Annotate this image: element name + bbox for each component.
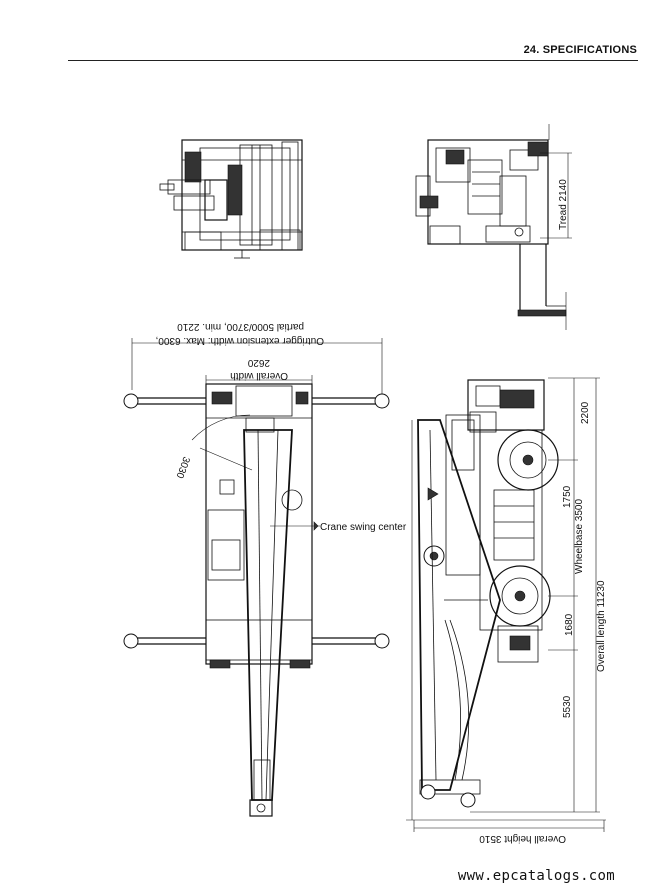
rear-overhang-dimension: 5530 [562,695,573,718]
footer-url: www.epcatalogs.com [457,868,615,884]
top-view-drawing [123,338,390,817]
rear-axle-offset-dimension: 1680 [564,613,575,636]
rear-view-drawing [159,139,303,259]
overall-width-value: 2620 [247,357,270,368]
side-view-drawing [406,377,606,832]
overall-height-dimension: Overall height 3510 [479,833,566,844]
header-rule [68,60,638,61]
outrigger-extension-line1: Outrigger extension width: Max. 6300, [156,335,324,346]
section-title: 24. SPECIFICATIONS [523,44,637,56]
front-overhang-dimension: 2200 [580,401,591,424]
outrigger-extension-line2: partial 5000/3700, min. 2210 [177,321,304,332]
swing-radius-dimension: 3030 [173,455,191,480]
axle-spacing-dimension: 1750 [562,485,573,508]
front-view-drawing [415,124,572,330]
crane-swing-center-label: Crane swing center [320,522,407,533]
overall-length-dimension: Overall length 11230 [596,580,607,672]
wheelbase-dimension: Wheelbase 3500 [574,499,585,574]
tread-dimension: Tread 2140 [558,179,569,230]
overall-width-label: Overall width [230,370,288,381]
